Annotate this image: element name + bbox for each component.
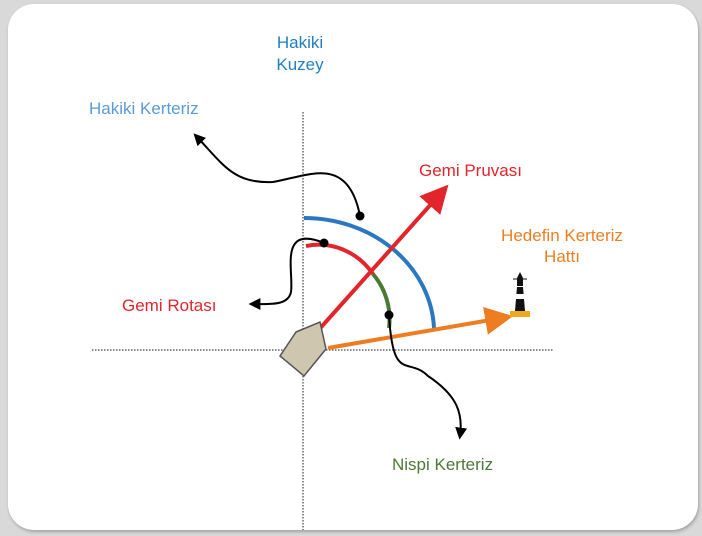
ship-heading-label: Gemi Pruvası xyxy=(419,161,522,180)
bearing-diagram: Hakiki Kuzey Hakiki Kerteriz Gemi Pruvas… xyxy=(89,33,623,530)
target-bearing-line xyxy=(327,307,514,350)
ship-icon xyxy=(279,320,327,378)
relative-bearing-arc xyxy=(371,272,392,329)
relative-bearing-dot xyxy=(384,310,394,320)
diagram-card: Hakiki Kuzey Hakiki Kerteriz Gemi Pruvas… xyxy=(8,4,698,530)
true-north-label-line2: Kuzey xyxy=(276,55,324,74)
true-bearing-label: Hakiki Kerteriz xyxy=(89,99,199,118)
target-bearing-label-line2: Hattı xyxy=(544,247,580,266)
ship-course-arc xyxy=(305,242,375,276)
ship-heading-line xyxy=(313,184,449,336)
ship-course-callout xyxy=(248,237,325,311)
relative-bearing-callout xyxy=(388,314,468,440)
true-bearing-callout xyxy=(193,133,361,217)
true-bearing-arc xyxy=(303,215,436,329)
ship-course-dot xyxy=(319,238,329,248)
relative-bearing-label: Nispi Kerteriz xyxy=(392,455,493,474)
true-bearing-dot xyxy=(355,211,365,221)
target-bearing-label: Hedefin Kerteriz xyxy=(501,226,623,245)
true-north-label: Hakiki xyxy=(277,33,323,52)
lighthouse-icon xyxy=(510,272,530,317)
ship-course-label: Gemi Rotası xyxy=(122,296,216,315)
